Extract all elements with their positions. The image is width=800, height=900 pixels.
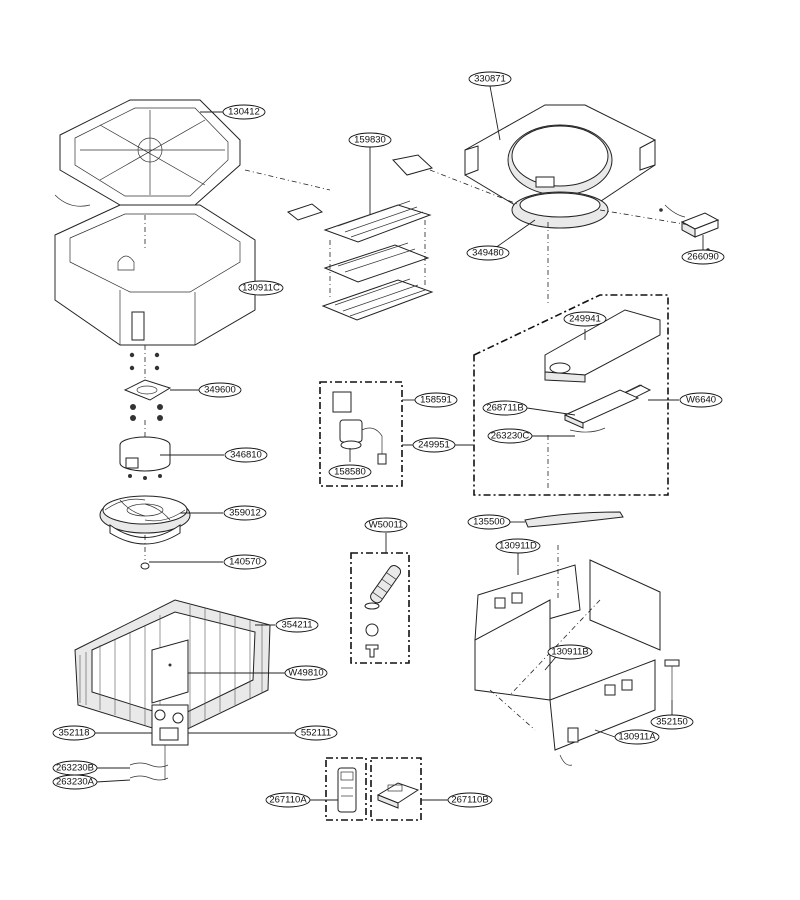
callout-330871: 330871	[468, 71, 512, 87]
part-130911-side-panels	[474, 559, 661, 766]
callout-140570: 140570	[223, 554, 267, 570]
leader-lines	[95, 85, 704, 801]
svg-text:249941: 249941	[569, 314, 601, 325]
svg-text:W50011: W50011	[369, 520, 404, 531]
part-349600-bracket	[123, 379, 172, 440]
svg-text:159830: 159830	[354, 135, 386, 146]
svg-text:140570: 140570	[229, 557, 261, 568]
part-W50011-hose-kit	[350, 552, 410, 664]
callout-349600: 349600	[198, 382, 242, 398]
part-349480-orifice	[511, 191, 609, 305]
callout-267110A: 267110A	[265, 792, 311, 808]
callout-W49810: W49810	[284, 665, 328, 681]
svg-text:349480: 349480	[472, 248, 504, 259]
svg-text:267110A: 267110A	[269, 795, 307, 806]
callout-159830: 159830	[348, 132, 392, 148]
callout-249951: 249951	[412, 437, 456, 453]
svg-text:352118: 352118	[59, 728, 90, 739]
callout-346810: 346810	[224, 447, 268, 463]
callout-352118: 352118	[52, 725, 96, 741]
callout-135500: 135500	[467, 514, 511, 530]
callout-130911C: 130911C	[238, 280, 284, 296]
part-130911C-case	[54, 204, 256, 346]
svg-text:158591: 158591	[420, 395, 452, 406]
callout-352150: 352150	[650, 714, 694, 730]
svg-text:552111: 552111	[301, 728, 331, 739]
part-352118-valve	[151, 704, 189, 780]
callout-263230B: 263230B	[52, 760, 98, 776]
callout-130911A: 130911A	[614, 729, 660, 745]
part-140570-nut	[140, 562, 150, 570]
svg-text:268711B: 268711B	[486, 403, 523, 414]
svg-text:130412: 130412	[228, 107, 260, 118]
callout-130412: 130412	[222, 104, 266, 120]
part-158591-drain-pump-box	[319, 381, 403, 487]
svg-text:352150: 352150	[656, 717, 688, 728]
part-159830-grille	[286, 154, 434, 321]
part-263230-sensor-wires	[129, 762, 169, 781]
callout-268711B: 268711B	[482, 400, 528, 416]
screws-349600	[129, 345, 160, 380]
svg-text:W6640: W6640	[686, 395, 716, 406]
part-130412-top-frame	[54, 99, 241, 207]
svg-text:330871: 330871	[474, 74, 506, 85]
callout-263230C: 263230C	[487, 428, 533, 444]
callout-158591: 158591	[414, 392, 458, 408]
part-267110B-receiver	[370, 757, 422, 821]
callout-354211: 354211	[275, 617, 319, 633]
part-249951-control-box	[473, 294, 669, 496]
callout-158580: 158580	[328, 464, 372, 480]
callout-359012: 359012	[223, 505, 267, 521]
svg-text:130911D: 130911D	[499, 541, 537, 552]
callout-349480: 349480	[466, 245, 510, 261]
svg-text:354211: 354211	[282, 620, 313, 631]
svg-text:130911C: 130911C	[242, 283, 280, 294]
callout-267110B: 267110B	[447, 792, 493, 808]
callout-W50011: W50011	[364, 517, 408, 533]
svg-text:249951: 249951	[418, 440, 450, 451]
callout-249941: 249941	[563, 311, 607, 327]
svg-text:263230B: 263230B	[56, 763, 94, 774]
svg-text:130911A: 130911A	[618, 732, 656, 743]
svg-text:263230C: 263230C	[491, 431, 530, 442]
part-359012-fan	[99, 495, 191, 560]
svg-text:349600: 349600	[204, 385, 236, 396]
svg-text:158580: 158580	[334, 467, 366, 478]
svg-text:266090: 266090	[687, 252, 719, 263]
part-330871-top-frame	[464, 104, 656, 206]
callout-W6640: W6640	[679, 392, 723, 408]
assembly-guide-lines	[144, 169, 691, 600]
callout-552111: 552111	[294, 725, 338, 741]
part-W49810-plate	[151, 639, 189, 704]
svg-text:346810: 346810	[230, 450, 262, 461]
part-267110A-remote	[325, 757, 367, 821]
svg-text:W49810: W49810	[288, 668, 323, 679]
part-135500-vane	[524, 511, 624, 528]
part-346810-motor	[119, 436, 171, 480]
callout-266090: 266090	[681, 249, 725, 265]
callout-130911B: 130911B	[547, 644, 593, 660]
svg-text:359012: 359012	[229, 508, 261, 519]
svg-text:130911B: 130911B	[551, 647, 588, 658]
callout-130911D: 130911D	[495, 538, 541, 554]
part-352150-drain-cap	[664, 659, 680, 700]
svg-text:135500: 135500	[473, 517, 505, 528]
part-266090-sensor-box	[659, 204, 720, 252]
callout-263230A: 263230A	[52, 774, 98, 790]
svg-text:267110B: 267110B	[451, 795, 488, 806]
svg-text:263230A: 263230A	[56, 777, 95, 788]
